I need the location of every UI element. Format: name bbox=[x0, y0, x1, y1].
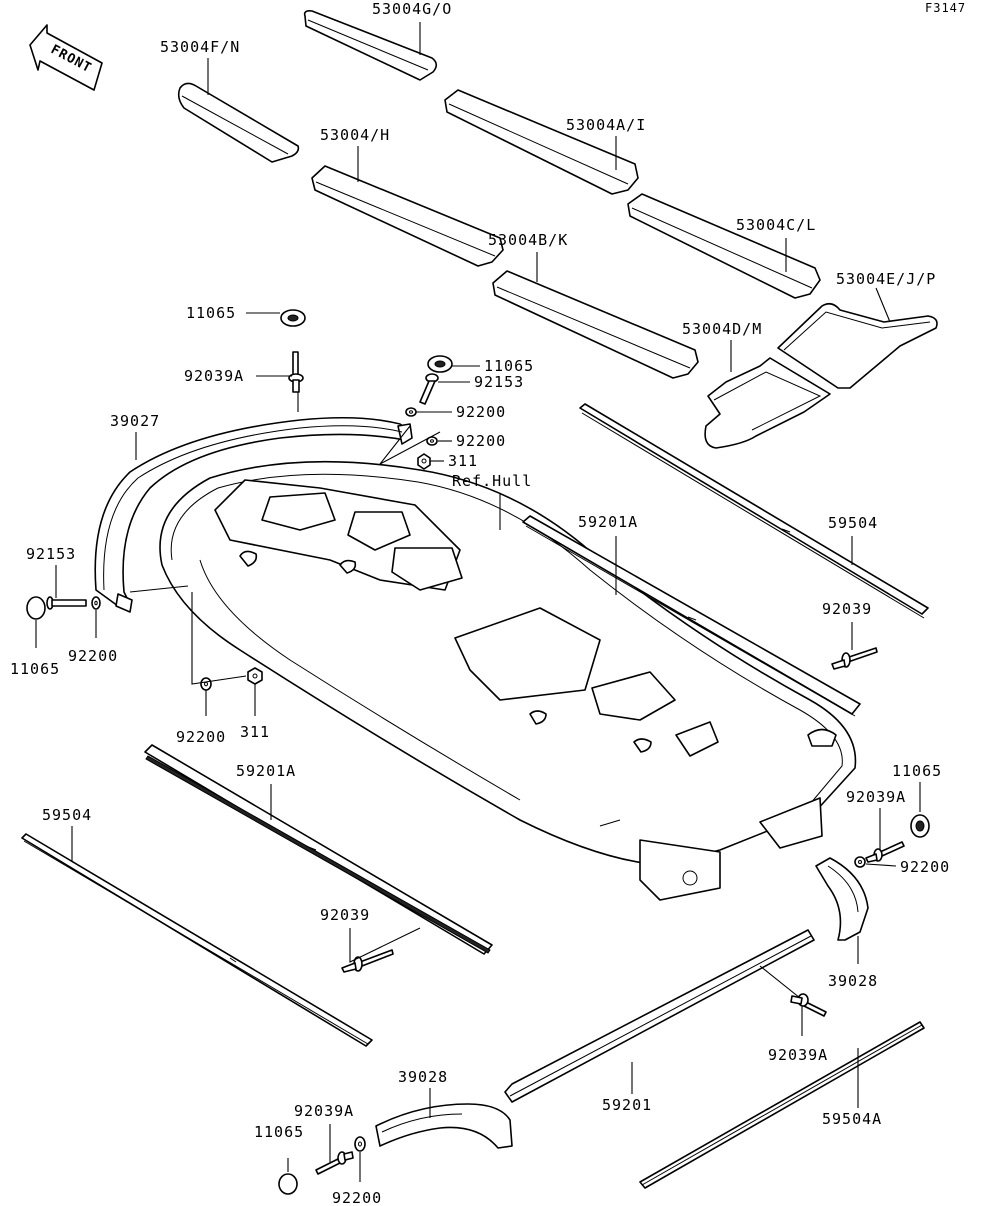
figure-code: F3147 bbox=[925, 1, 966, 15]
strip-bottom bbox=[639, 1021, 925, 1189]
label-mat-h: 53004/H bbox=[320, 126, 390, 144]
strip-right-upper bbox=[579, 403, 929, 619]
label-washer-right: 92200 bbox=[900, 858, 950, 876]
bumper-rear-right bbox=[815, 857, 869, 941]
label-strip-left: 59504 bbox=[42, 806, 92, 824]
rivet-bottom-icon bbox=[315, 1151, 354, 1175]
bumper-rear-left bbox=[375, 1103, 513, 1149]
ref-hull-label: Ref.Hull bbox=[452, 472, 532, 490]
label-washer-low: 92200 bbox=[176, 728, 226, 746]
label-washer-top-2: 92200 bbox=[456, 432, 506, 450]
mat-g-o bbox=[303, 10, 438, 81]
label-rail-right-upper: 59201A bbox=[578, 513, 638, 531]
label-rivet-bottom: 92039A bbox=[294, 1102, 354, 1120]
rivet-top-icon bbox=[288, 351, 304, 393]
rivet-right-mid-icon bbox=[790, 993, 827, 1017]
label-bumper-rear-left: 39028 bbox=[398, 1068, 448, 1086]
strip-left bbox=[21, 833, 373, 1047]
cap-right-icon bbox=[910, 814, 930, 838]
label-rivet-top: 92039A bbox=[184, 367, 244, 385]
label-bumper-rear-right: 39028 bbox=[828, 972, 878, 990]
hull bbox=[159, 460, 857, 901]
mat-h bbox=[311, 165, 504, 267]
rail-bottom bbox=[504, 929, 815, 1103]
rail-left bbox=[144, 744, 493, 955]
label-mat-c-l: 53004C/L bbox=[736, 216, 816, 234]
label-bolt-top: 92153 bbox=[474, 373, 524, 391]
washer-top-1-icon bbox=[405, 407, 417, 417]
label-rail-left: 59201A bbox=[236, 762, 296, 780]
leader-lines bbox=[35, 22, 921, 1182]
label-mat-e-j-p: 53004E/J/P bbox=[836, 270, 936, 288]
label-cap-top: 11065 bbox=[186, 304, 236, 322]
label-mat-d-m: 53004D/M bbox=[682, 320, 762, 338]
rivet-right-icon bbox=[865, 841, 905, 863]
label-mat-g-o: 53004G/O bbox=[372, 0, 452, 18]
label-rivet-right-mid: 92039A bbox=[768, 1046, 828, 1064]
washer-low-icon bbox=[200, 677, 212, 691]
label-rail-bottom: 59201 bbox=[602, 1096, 652, 1114]
label-washer-left: 92200 bbox=[68, 647, 118, 665]
label-mat-b-k: 53004B/K bbox=[488, 231, 568, 249]
label-cap-bottom: 11065 bbox=[254, 1123, 304, 1141]
bolt-top-icon bbox=[419, 373, 439, 405]
mat-b-k bbox=[492, 270, 699, 379]
label-washer-top-1: 92200 bbox=[456, 403, 506, 421]
nut-low-icon bbox=[247, 667, 263, 685]
nut-top-icon bbox=[417, 453, 431, 470]
label-nut-top: 311 bbox=[448, 452, 478, 470]
washer-right-icon bbox=[854, 856, 866, 868]
mat-a-i bbox=[444, 89, 639, 195]
washer-bottom-icon bbox=[354, 1136, 366, 1152]
washer-top-2-icon bbox=[426, 436, 438, 446]
label-strip-right-upper: 59504 bbox=[828, 514, 878, 532]
cap-left-icon bbox=[26, 596, 46, 620]
label-cap-left: 11065 bbox=[10, 660, 60, 678]
label-rivet-right-upper: 92039 bbox=[822, 600, 872, 618]
label-bumper-front: 39027 bbox=[110, 412, 160, 430]
mat-d-m bbox=[704, 357, 831, 449]
label-washer-bottom: 92200 bbox=[332, 1189, 382, 1206]
front-arrow-icon: FRONT bbox=[29, 24, 103, 91]
label-mat-f-n: 53004F/N bbox=[160, 38, 240, 56]
bumper-front bbox=[94, 416, 413, 613]
washer-left-icon bbox=[91, 596, 101, 610]
cap-bottom-icon bbox=[278, 1173, 298, 1195]
label-rivet-left: 92039 bbox=[320, 906, 370, 924]
mat-f-n bbox=[177, 82, 300, 163]
rivet-left-icon bbox=[341, 949, 394, 973]
cap-top-icon bbox=[280, 309, 306, 327]
mat-c-l bbox=[627, 193, 821, 299]
rivet-right-upper-icon bbox=[831, 647, 878, 670]
label-strip-bottom: 59504A bbox=[822, 1110, 882, 1128]
cap-top-right-icon bbox=[427, 355, 453, 373]
label-cap-right: 11065 bbox=[892, 762, 942, 780]
rail-right-upper bbox=[522, 515, 861, 717]
label-mat-a-i: 53004A/I bbox=[566, 116, 646, 134]
label-cap-top-right: 11065 bbox=[484, 357, 534, 375]
label-bolt-left: 92153 bbox=[26, 545, 76, 563]
mat-e-j-p bbox=[777, 302, 938, 389]
bolt-left-icon bbox=[46, 596, 87, 610]
label-nut-low: 311 bbox=[240, 723, 270, 741]
label-rivet-right: 92039A bbox=[846, 788, 906, 806]
